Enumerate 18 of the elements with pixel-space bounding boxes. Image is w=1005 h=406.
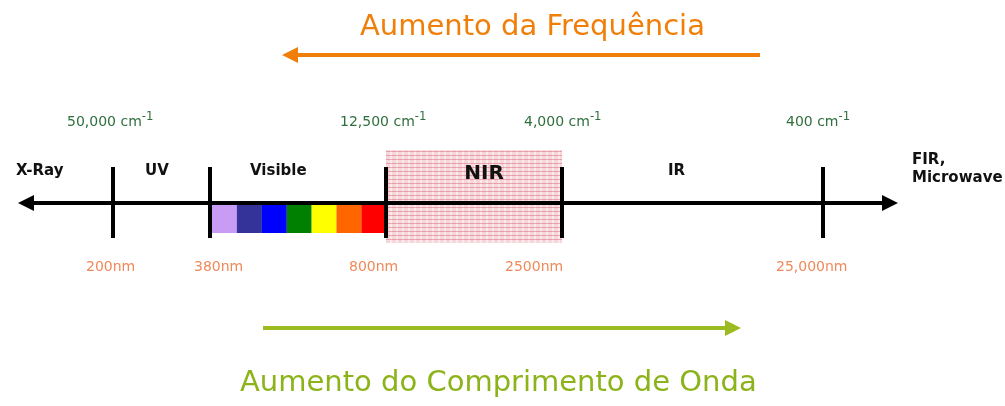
wavenumber-label: 12,500 cm$^{-1}$ — [340, 109, 427, 130]
region-label: UV — [145, 161, 169, 179]
wavenumber-label: 50,000 cm$^{-1}$ — [67, 109, 154, 130]
wavelength-label: 200nm — [86, 258, 136, 275]
wavelength-label: 25,000nm — [776, 258, 848, 275]
region-label: FIR, Microwave — [912, 150, 1004, 186]
wavelength-label: 380nm — [194, 258, 244, 275]
region-label: Visible — [250, 161, 307, 179]
region-label: X-Ray — [16, 161, 64, 179]
axis-caption: Aumento do Comprimento de Onda — [240, 364, 757, 399]
region-label: IR — [668, 161, 686, 179]
region-label: NIR — [464, 160, 504, 184]
wavelength-label: 800nm — [349, 258, 399, 275]
wavelength-label: 2500nm — [505, 258, 564, 275]
wavenumber-label: 400 cm$^{-1}$ — [786, 109, 851, 130]
axis-caption: Aumento da Frequência — [360, 8, 705, 43]
wavenumber-label: 4,000 cm$^{-1}$ — [524, 109, 602, 130]
nir-band — [386, 150, 562, 243]
